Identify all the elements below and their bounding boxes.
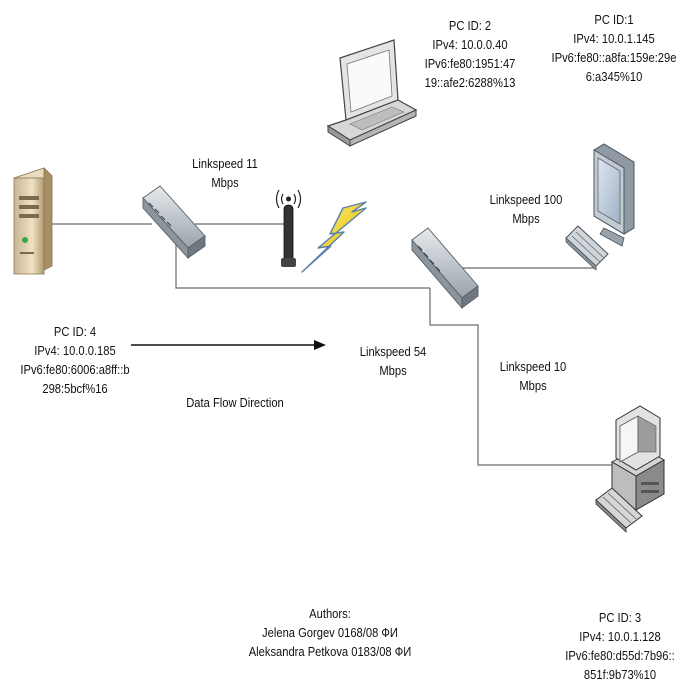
link100-label: Linkspeed 100 Mbps — [474, 190, 577, 228]
pc4-ipv4: IPv4: 10.0.0.185 — [11, 341, 140, 360]
pc3-ipv4: IPv4: 10.0.1.128 — [560, 627, 680, 646]
pc1-ipv6-line1: IPv6:fe80::a8fa:159e:29e — [550, 48, 677, 67]
pc1-ipv6-line2: 6:a345%10 — [550, 67, 677, 86]
pc1-ipv4: IPv4: 10.0.1.145 — [550, 29, 677, 48]
laptop-icon — [328, 40, 416, 146]
author-2: Aleksandra Petkova 0183/08 ФИ — [244, 642, 416, 661]
pc4-ipv6-line1: IPv6:fe80:6006:a8ff::b — [11, 360, 140, 379]
pc2-ipv6-line1: IPv6:fe80:1951:47 — [410, 54, 530, 73]
wireless-antenna-icon — [277, 190, 301, 267]
pc1-info: PC ID:1 IPv4: 10.0.1.145 IPv6:fe80::a8fa… — [550, 10, 677, 86]
link10-line2: Mbps — [486, 376, 581, 395]
arrow-icon — [131, 340, 326, 350]
pc2-title: PC ID: 2 — [410, 16, 530, 35]
pc4-title: PC ID: 4 — [11, 322, 140, 341]
flow-label: Data Flow Direction — [179, 393, 291, 412]
author-1: Jelena Gorgev 0168/08 ФИ — [244, 623, 416, 642]
pc3-info: PC ID: 3 IPv4: 10.0.1.128 IPv6:fe80:d55d… — [560, 608, 680, 684]
server-icon — [14, 168, 52, 274]
pc3-ipv6-line1: IPv6:fe80:d55d:7b96:: — [560, 646, 680, 665]
link54-line1: Linkspeed 54 — [346, 342, 441, 361]
pc2-ipv4: IPv4: 10.0.0.40 — [410, 35, 530, 54]
link10-label: Linkspeed 10 Mbps — [486, 357, 581, 395]
link54-line2: Mbps — [346, 361, 441, 380]
lightning-icon — [302, 202, 366, 272]
pc3-title: PC ID: 3 — [560, 608, 680, 627]
link100-line2: Mbps — [474, 209, 577, 228]
desktop-pc-icon — [612, 406, 664, 510]
link10-line1: Linkspeed 10 — [486, 357, 581, 376]
link11-line1: Linkspeed 11 — [178, 154, 273, 173]
link11-label: Linkspeed 11 Mbps — [178, 154, 273, 192]
link11-line2: Mbps — [178, 173, 273, 192]
pc4-info: PC ID: 4 IPv4: 10.0.0.185 IPv6:fe80:6006… — [11, 322, 140, 398]
switch-icon — [143, 186, 205, 258]
link-switch-hub — [176, 232, 430, 288]
link54-label: Linkspeed 54 Mbps — [346, 342, 441, 380]
pc2-ipv6-line2: 19::afe2:6288%13 — [410, 73, 530, 92]
link100-line1: Linkspeed 100 — [474, 190, 577, 209]
pc4-ipv6-line2: 298:5bcf%16 — [11, 379, 140, 398]
pc2-info: PC ID: 2 IPv4: 10.0.0.40 IPv6:fe80:1951:… — [410, 16, 530, 92]
monitor-icon — [594, 144, 634, 246]
pc3-ipv6-line2: 851f:9b73%10 — [560, 665, 680, 684]
authors-heading: Authors: — [244, 604, 416, 623]
authors-block: Authors: Jelena Gorgev 0168/08 ФИ Aleksa… — [244, 604, 416, 661]
pc1-title: PC ID:1 — [550, 10, 677, 29]
